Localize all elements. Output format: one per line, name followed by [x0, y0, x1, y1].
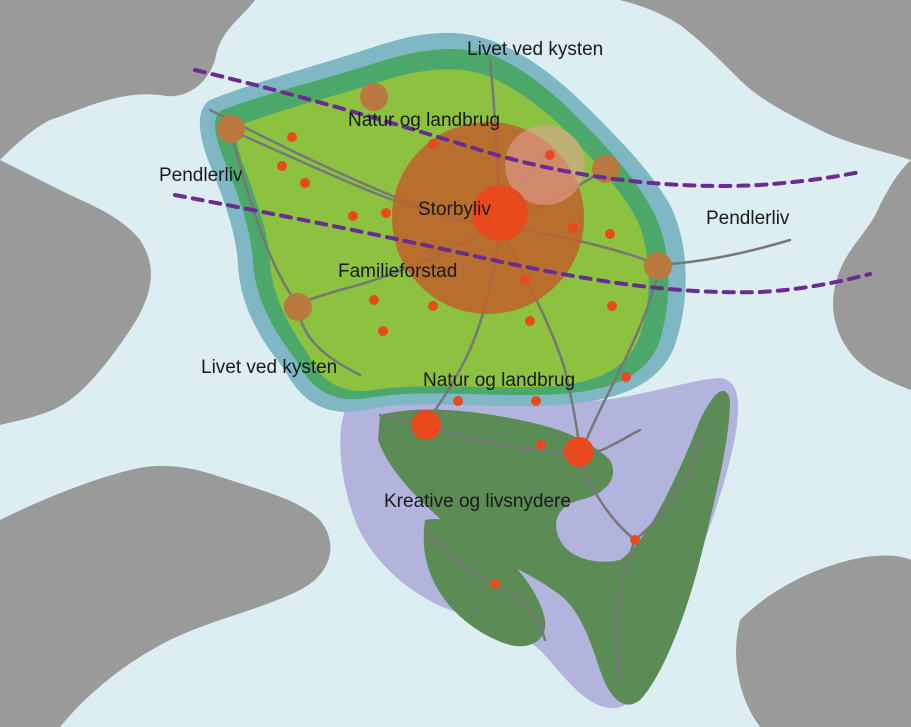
- label-city-life: Storbyliv: [418, 199, 491, 220]
- small-town-dot: [568, 223, 578, 233]
- label-nature-south: Natur og landbrug: [423, 370, 575, 391]
- small-town-dot: [545, 150, 555, 160]
- south-islands: [378, 390, 730, 705]
- small-town-dot: [630, 535, 640, 545]
- town-marker: [360, 83, 388, 111]
- land-east: [833, 160, 911, 390]
- land-northwest: [0, 0, 255, 160]
- island-south-main: [378, 390, 730, 705]
- road-16: [228, 128, 300, 307]
- land-southwest: [0, 465, 331, 727]
- small-town-dot: [531, 396, 541, 406]
- major-town-markers: [411, 410, 594, 467]
- land-northeast: [620, 0, 911, 160]
- small-town-dot: [369, 295, 379, 305]
- label-family-suburb: Familieforstad: [338, 261, 457, 282]
- road-3: [658, 238, 792, 267]
- label-commuter-west: Pendlerliv: [159, 165, 243, 186]
- label-coast-north: Livet ved kysten: [467, 39, 603, 60]
- small-town-dot: [520, 275, 530, 285]
- town-marker: [217, 115, 245, 143]
- small-town-dot: [300, 178, 310, 188]
- commuter-line-south: [173, 193, 872, 295]
- small-town-dot: [381, 208, 391, 218]
- commuter-line-north: [193, 68, 862, 188]
- town-marker: [284, 293, 312, 321]
- island-south-west: [423, 519, 546, 647]
- land-southeast: [736, 555, 911, 727]
- small-town-dots: [277, 132, 640, 589]
- small-town-dot: [607, 301, 617, 311]
- small-town-dot: [490, 579, 500, 589]
- major-town-marker: [564, 437, 594, 467]
- town-markers: [217, 83, 672, 321]
- road-12: [614, 538, 637, 682]
- small-town-dot: [287, 132, 297, 142]
- commuter-corridor: [173, 68, 872, 295]
- road-13: [578, 263, 662, 457]
- small-town-dot: [536, 440, 546, 450]
- small-town-dot: [605, 229, 615, 239]
- city-center-dot: [472, 185, 528, 241]
- land-west: [0, 160, 151, 425]
- small-town-dot: [378, 326, 388, 336]
- small-town-dot: [428, 139, 438, 149]
- small-town-dot: [348, 211, 358, 221]
- label-commuter-east: Pendlerliv: [706, 208, 790, 229]
- label-nature-north: Natur og landbrug: [348, 110, 500, 131]
- town-marker: [644, 252, 672, 280]
- small-town-dot: [453, 396, 463, 406]
- major-town-marker: [411, 410, 441, 440]
- label-creative: Kreative og livsnydere: [384, 491, 571, 512]
- small-town-dot: [621, 372, 631, 382]
- small-town-dot: [277, 161, 287, 171]
- land-west-island: [165, 554, 264, 607]
- small-town-dot: [428, 301, 438, 311]
- small-town-dot: [525, 316, 535, 326]
- label-coast-west: Livet ved kysten: [201, 357, 337, 378]
